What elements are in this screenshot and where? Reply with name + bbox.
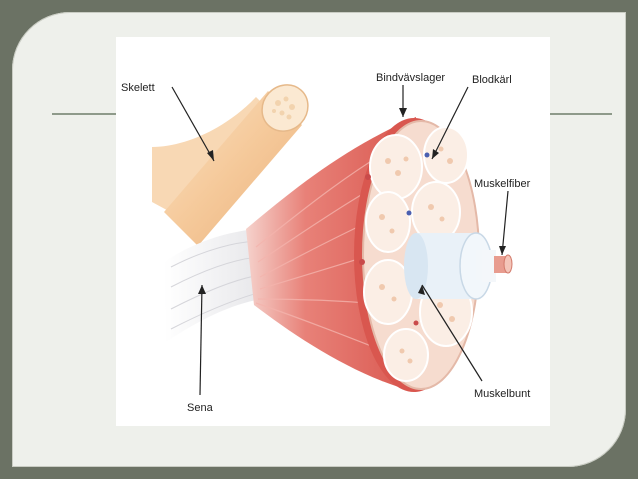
- bone-shape: [152, 84, 309, 246]
- muscle-anatomy-diagram: Skelett Bindvävslager Blodkärl Muskelfib…: [121, 72, 531, 414]
- pointer-heads: [198, 108, 506, 295]
- pointer-sena: [199, 284, 203, 396]
- muscle-cross-section: [354, 118, 480, 392]
- label-bindvavslager: Bindvävslager: [376, 72, 445, 84]
- muscle-bundle-extrusion: [404, 232, 493, 300]
- pointer-skelett: [171, 86, 215, 162]
- diagram-panel: Skelett Bindvävslager Blodkärl Muskelfib…: [116, 37, 550, 426]
- label-skelett: Skelett: [121, 82, 155, 94]
- label-blodkarl: Blodkärl: [472, 74, 512, 86]
- muscle-fiber-extrusion: [482, 250, 513, 282]
- pointer-lines: [171, 85, 509, 396]
- label-sena: Sena: [187, 402, 214, 414]
- pointer-muskelfiber: [501, 190, 509, 256]
- label-muskelfiber: Muskelfiber: [474, 178, 531, 190]
- pointer-muskelbunt: [421, 284, 483, 382]
- label-muskelbunt: Muskelbunt: [474, 388, 530, 400]
- pointer-blodkarl: [431, 86, 469, 160]
- tendon-shape: [164, 229, 262, 342]
